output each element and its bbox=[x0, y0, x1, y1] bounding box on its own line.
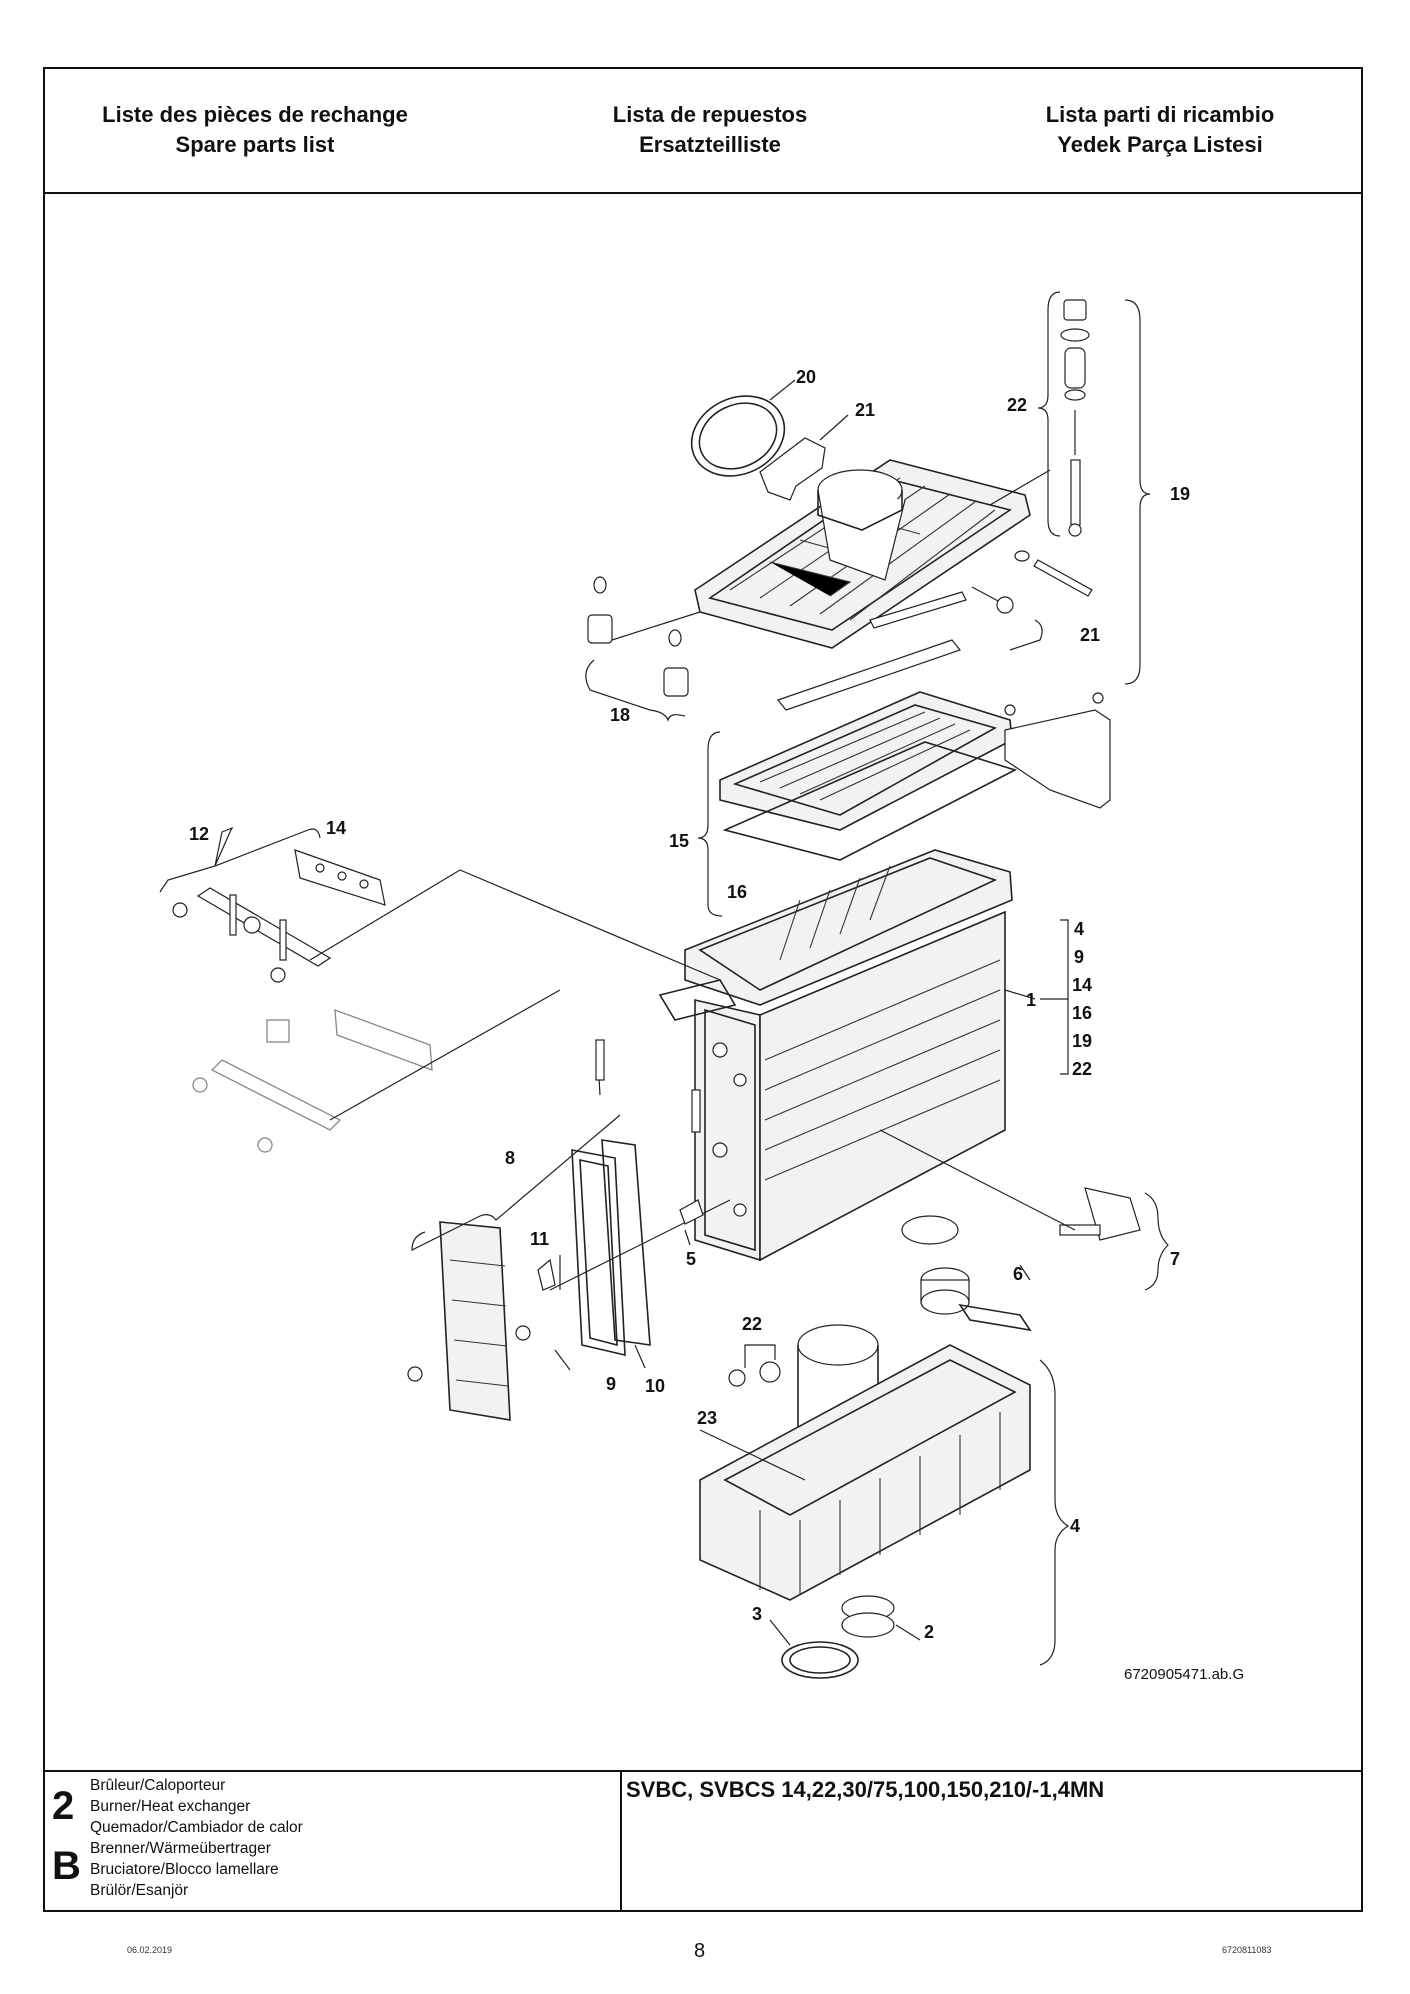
part-burner-plate bbox=[694, 459, 1031, 649]
part-2-nipple bbox=[841, 1595, 895, 1638]
group1-item-9: 9 bbox=[1074, 947, 1084, 967]
header-title-es: Lista de repuestos bbox=[612, 102, 808, 127]
footer-divider bbox=[43, 1770, 1363, 1772]
part-19-gasket bbox=[690, 395, 786, 477]
callout-labels: 20 21 22 19 21 18 12 14 15 16 1 4 9 14 1… bbox=[189, 367, 1190, 1642]
callout-7: 7 bbox=[1170, 1249, 1180, 1269]
callout-1: 1 bbox=[1026, 990, 1036, 1010]
callout-18: 18 bbox=[610, 705, 630, 725]
group1-item-16: 16 bbox=[1072, 1003, 1092, 1023]
part-7-sensor bbox=[1059, 1187, 1141, 1241]
callout-19: 20 bbox=[796, 367, 816, 387]
header-divider bbox=[43, 192, 1363, 194]
callout-9: 9 bbox=[606, 1374, 616, 1394]
section-letter: B bbox=[52, 1844, 81, 1888]
print-date: 06.02.2019 bbox=[127, 1945, 173, 1955]
page-number: 8 bbox=[694, 1940, 706, 1962]
header-title-fr: Liste des pièces de rechange bbox=[102, 102, 408, 127]
callout-15: 15 bbox=[669, 831, 689, 851]
callout-14: 14 bbox=[326, 818, 346, 838]
document-number: 6720811083 bbox=[1222, 1945, 1272, 1955]
part-15-burner-mesh bbox=[719, 691, 1018, 861]
model-designation: SVBC, SVBCS 14,22,30/75,100,150,210/-1,4… bbox=[626, 1777, 1105, 1802]
callout-20-bottom: 21 bbox=[1080, 625, 1100, 645]
part-3-seal bbox=[781, 1641, 859, 1679]
section-title-it: Bruciatore/Blocco lamellare bbox=[90, 1861, 279, 1878]
group1-item-4: 4 bbox=[1074, 919, 1084, 939]
ghost-electrode-assembly bbox=[192, 1009, 433, 1153]
section-title-en: Burner/Heat exchanger bbox=[90, 1798, 251, 1815]
section-title-list: Brûleur/Caloporteur Burner/Heat exchange… bbox=[90, 1775, 303, 1901]
part-21-stack bbox=[1014, 299, 1093, 597]
group1-item-14: 14 bbox=[1072, 975, 1092, 995]
section-title-es: Quemador/Cambiador de calor bbox=[90, 1819, 303, 1836]
part-6-ring bbox=[920, 1267, 1032, 1332]
callout-10: 10 bbox=[645, 1376, 665, 1396]
group1-item-22: 22 bbox=[1072, 1059, 1092, 1079]
callout-21: 22 bbox=[1007, 395, 1027, 415]
drawing-reference: 6720905471.ab.G bbox=[1124, 1666, 1244, 1683]
callout-16: 16 bbox=[727, 882, 747, 902]
part-4-condensate-tray bbox=[699, 1324, 1031, 1601]
part-22-sensor bbox=[728, 1361, 781, 1387]
header-col-es-de: Lista de repuestos Ersatzteilliste bbox=[535, 100, 885, 160]
exploded-parts-drawing: 20 21 22 19 21 18 12 14 15 16 1 4 9 14 1… bbox=[159, 291, 1244, 1683]
part-5-sensor bbox=[679, 1199, 704, 1225]
part-8-cover bbox=[407, 1221, 531, 1421]
callout-17: 19 bbox=[1170, 484, 1190, 504]
callout-6: 6 bbox=[1013, 1264, 1023, 1284]
header-title-tr: Yedek Parça Listesi bbox=[1057, 132, 1263, 157]
page-frame bbox=[43, 67, 1363, 1912]
callout-3: 3 bbox=[752, 1604, 762, 1624]
section-title-de: Brenner/Wärmeübertrager bbox=[90, 1840, 271, 1857]
callout-22: 22 bbox=[742, 1314, 762, 1334]
part-18-plugs bbox=[587, 576, 689, 697]
part-1-heat-exchanger bbox=[658, 849, 1013, 1262]
callout-20-top: 21 bbox=[855, 400, 875, 420]
callout-12: 12 bbox=[189, 824, 209, 844]
header-title-en: Spare parts list bbox=[175, 132, 335, 157]
callout-5: 5 bbox=[686, 1249, 696, 1269]
section-title-fr: Brûleur/Caloporteur bbox=[90, 1777, 226, 1794]
footer-vertical-divider bbox=[620, 1770, 622, 1912]
callout-2: 2 bbox=[924, 1622, 934, 1642]
part-14-gasket bbox=[294, 849, 386, 906]
header-col-fr-en: Liste des pièces de rechange Spare parts… bbox=[60, 100, 450, 160]
group1-item-19: 19 bbox=[1072, 1031, 1092, 1051]
section-title-tr: Brülör/Esanjör bbox=[90, 1882, 189, 1899]
callout-23: 23 bbox=[697, 1408, 717, 1428]
header-title-de: Ersatzteilliste bbox=[639, 132, 781, 157]
header-title-it: Lista parti di ricambio bbox=[1045, 102, 1275, 127]
part-10-gasket bbox=[601, 1139, 651, 1346]
section-number: 2 bbox=[52, 1784, 75, 1828]
callout-8: 8 bbox=[505, 1148, 515, 1168]
callout-4: 4 bbox=[1070, 1516, 1080, 1536]
callout-11: 11 bbox=[530, 1229, 549, 1249]
part-12-electrodes bbox=[172, 887, 332, 983]
part-9-gasket bbox=[571, 1149, 626, 1357]
header-col-it-tr: Lista parti di ricambio Yedek Parça List… bbox=[1000, 100, 1320, 160]
